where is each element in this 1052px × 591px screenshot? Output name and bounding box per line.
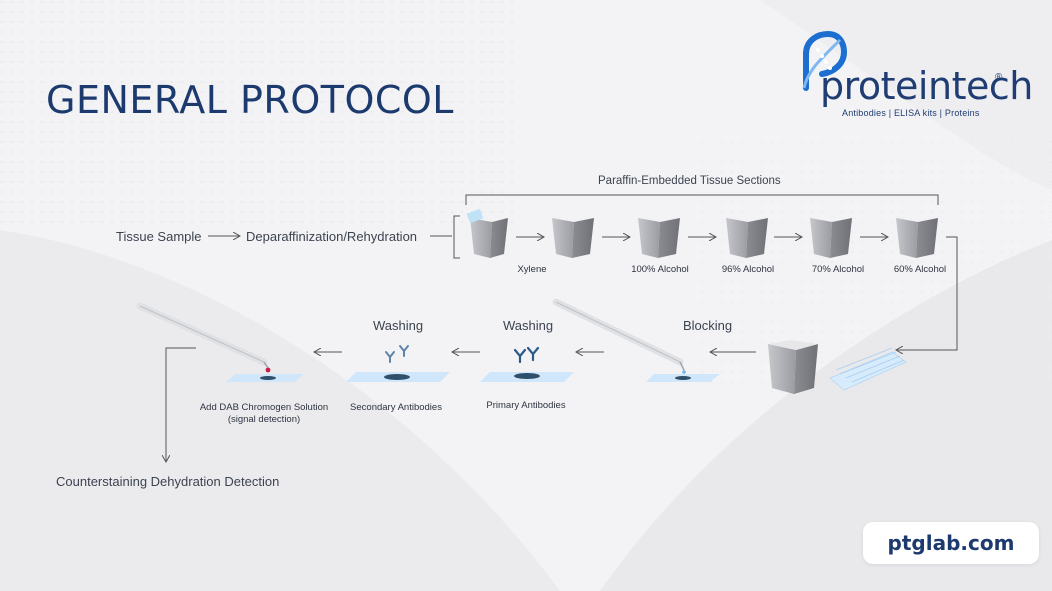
caption-96-alcohol: 96% Alcohol (721, 264, 775, 275)
blocking-slide (646, 374, 720, 382)
bracket-top (465, 194, 939, 205)
bracket-left (453, 215, 460, 259)
counterstaining-label: Counterstaining Dehydration Detection (56, 474, 280, 489)
container-96-alcohol-2 (726, 218, 768, 258)
container-xylene (466, 208, 508, 258)
logo-wordmark: proteintech (820, 64, 1033, 108)
primary-slide (480, 372, 574, 382)
slide-rack-icon (829, 347, 907, 391)
secondary-antibodies-caption: Secondary Antibodies (350, 402, 442, 413)
washing-label-2: Washing (373, 318, 424, 333)
container-60-alcohol (896, 218, 938, 258)
caption-60-alcohol: 60% Alcohol (893, 264, 947, 275)
primary-antibodies-caption: Primary Antibodies (486, 400, 566, 411)
container-blocking (768, 340, 818, 394)
primary-antibody-icon (513, 346, 540, 364)
caption-xylene: Xylene (517, 264, 547, 275)
logo-tagline: Antibodies | ELISA kits | Proteins (842, 108, 980, 118)
website-url: ptglab.com (887, 531, 1015, 555)
secondary-slide (346, 372, 450, 382)
caption-100-alcohol: 100% Alcohol (631, 264, 689, 275)
container-70-alcohol (810, 218, 852, 258)
page-title: GENERAL PROTOCOL (46, 78, 454, 122)
container-100-alcohol (552, 218, 594, 258)
dab-caption-line2: (signal detection) (227, 414, 301, 425)
url-badge (863, 522, 1039, 564)
secondary-antibody-icon (385, 345, 409, 363)
washing-label-1: Washing (503, 318, 554, 333)
connector-right (896, 236, 958, 350)
dab-caption-line1: Add DAB Chromogen Solution (199, 402, 329, 413)
pipette-dab-icon (136, 302, 271, 373)
container-96-alcohol-1 (638, 218, 680, 258)
pipette-blocking-icon (552, 298, 686, 374)
deparaffinization-label: Deparaffinization/Rehydration (246, 229, 418, 244)
tissue-sample-label: Tissue Sample (116, 229, 202, 244)
bracket-title: Paraffin-Embedded Tissue Sections (598, 175, 781, 187)
logo-registered: ® (995, 72, 1003, 83)
caption-70-alcohol: 70% Alcohol (811, 264, 865, 275)
blocking-label: Blocking (683, 318, 733, 333)
connector-down (166, 347, 196, 462)
logo-mark-icon (802, 30, 848, 91)
dab-slide (226, 374, 304, 382)
